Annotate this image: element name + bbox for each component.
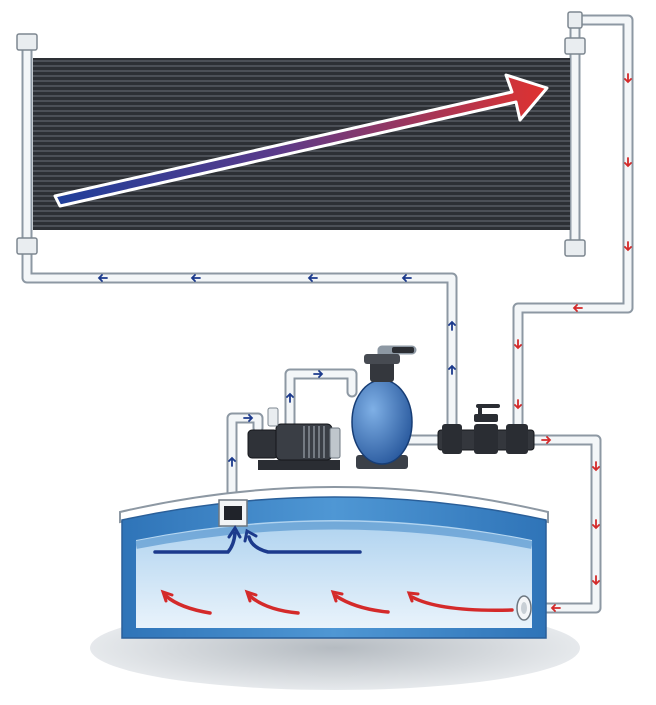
flow-arrow [97, 274, 108, 282]
flow-arrow [190, 274, 201, 282]
flow-arrow [307, 274, 318, 282]
solar-collector [33, 58, 570, 230]
flow-arrow [624, 73, 632, 84]
flow-arrow [572, 304, 583, 312]
flow-arrow [401, 274, 412, 282]
flow-arrow [228, 456, 236, 467]
pipe-flow-arrows [97, 73, 632, 612]
flow-arrow [541, 436, 552, 444]
flow-arrow [514, 339, 522, 350]
pump-to-filter-pipe [284, 368, 358, 431]
sand-filter [351, 347, 414, 469]
flow-arrow [592, 461, 600, 472]
pipe-fittings [16, 11, 586, 257]
pool [119, 486, 549, 639]
flow-arrow [550, 604, 561, 612]
flow-arrow [624, 157, 632, 168]
valve-manifold [437, 404, 535, 454]
heating-arrow [53, 73, 549, 208]
water-flow-arrows [153, 525, 514, 615]
pump [247, 407, 341, 470]
flow-arrow [592, 575, 600, 586]
flow-arrow [286, 392, 294, 403]
flow-arrow [448, 320, 456, 331]
flow-arrow [514, 399, 522, 410]
flow-arrow [592, 519, 600, 530]
flow-arrow [624, 241, 632, 252]
flow-arrow [243, 414, 254, 422]
flow-arrow [448, 364, 456, 375]
collector-tubes [33, 60, 570, 227]
pool-water [136, 520, 532, 628]
flow-arrow [313, 370, 324, 378]
